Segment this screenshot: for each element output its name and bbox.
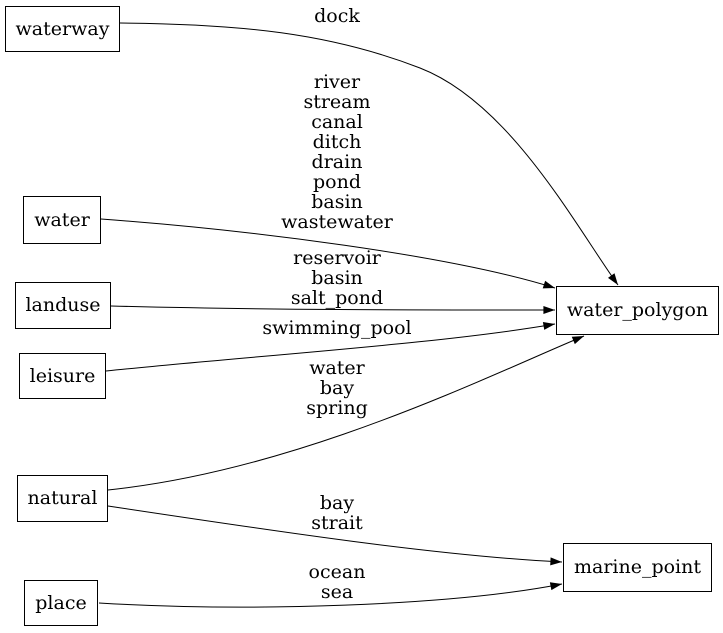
edge-label-leisure-to-water_polygon: swimming_pool: [262, 317, 412, 339]
node-marine_point: marine_point: [563, 543, 712, 592]
node-natural: natural: [17, 475, 108, 522]
node-leisure-label: leisure: [29, 364, 96, 387]
edge-label-landuse-to-water_polygon: reservoir basin salt_pond: [290, 247, 384, 309]
node-water_polygon-label: water_polygon: [566, 299, 709, 321]
edge-label-waterway-to-water_polygon: dock: [314, 5, 360, 27]
edge-label-natural-to-water_polygon: water bay spring: [306, 357, 368, 419]
node-landuse-label: landuse: [25, 294, 101, 316]
node-water: water: [23, 196, 101, 244]
node-water-label: water: [34, 208, 90, 231]
node-waterway-label: waterway: [15, 17, 110, 40]
node-natural-label: natural: [27, 487, 98, 509]
edge-waterway-to-water_polygon: [119, 22, 619, 286]
node-place-label: place: [35, 591, 87, 614]
node-waterway: waterway: [5, 6, 120, 52]
edge-natural-to-water_polygon: [107, 335, 585, 491]
node-leisure: leisure: [19, 353, 106, 399]
edge-leisure-to-water_polygon: [105, 322, 556, 372]
node-landuse: landuse: [15, 282, 111, 329]
node-water_polygon: water_polygon: [556, 286, 719, 335]
edge-natural-to-marine_point: [107, 505, 563, 566]
node-marine_point-label: marine_point: [573, 556, 702, 578]
edge-label-place-to-marine_point: ocean sea: [308, 561, 366, 603]
edge-water-to-water_polygon: [100, 218, 556, 289]
edge-landuse-to-water_polygon: [110, 305, 556, 314]
node-place: place: [24, 580, 98, 626]
edge-label-natural-to-marine_point: bay strait: [311, 492, 363, 534]
edge-label-water-to-water_polygon: river stream canal ditch drain pond basi…: [281, 71, 393, 233]
edge-place-to-marine_point: [98, 582, 563, 608]
